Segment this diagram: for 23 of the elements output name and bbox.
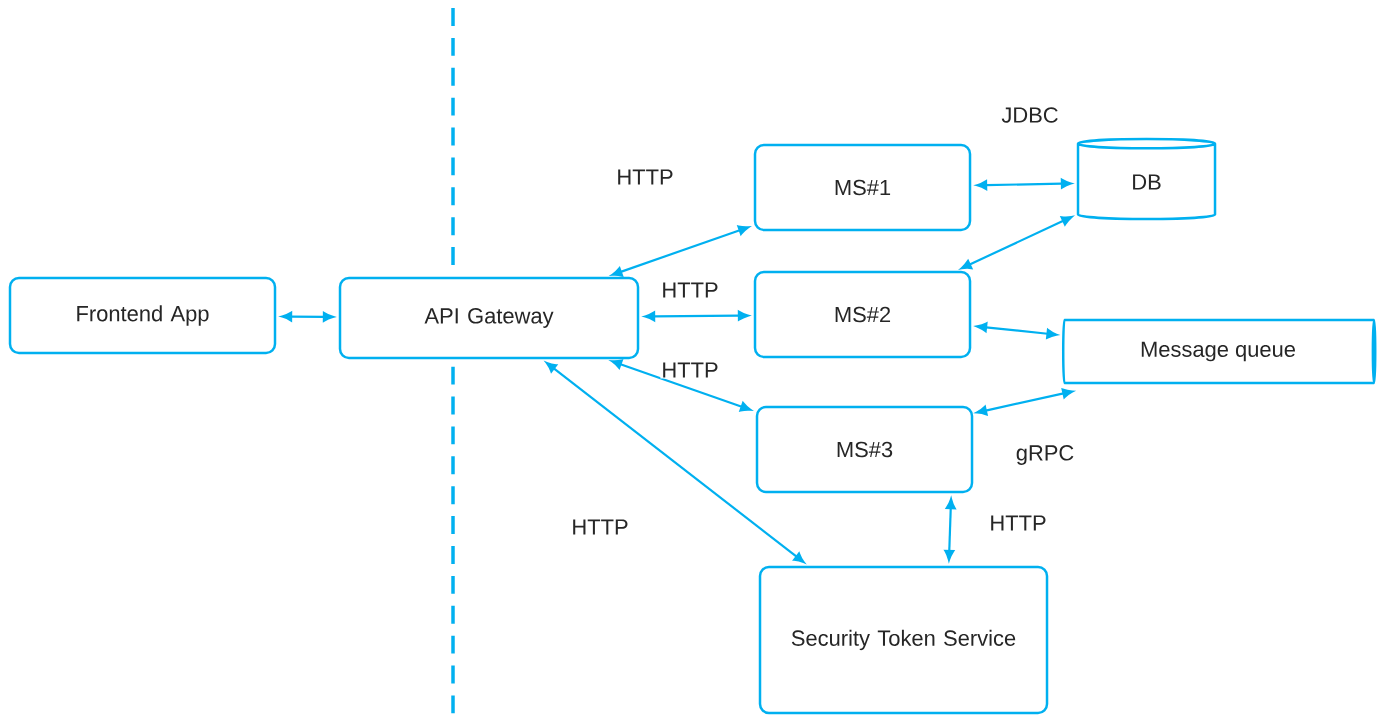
arrow	[611, 225, 750, 277]
protocol-label: gRPC	[1016, 445, 1074, 465]
arrow	[944, 498, 956, 561]
edge-label: HTTP	[615, 168, 675, 186]
protocol-label: JDBC	[1001, 107, 1058, 123]
arrow	[611, 359, 752, 412]
service-box: MS#1	[753, 143, 972, 232]
service-box: MS#2	[753, 270, 972, 359]
edge-label: HTTP	[570, 518, 630, 536]
arrow	[976, 388, 1074, 416]
service-box: API Gateway	[338, 276, 640, 360]
edge-label: HTTP	[660, 281, 720, 299]
arrow	[960, 215, 1073, 270]
service-box: MS#3	[755, 405, 974, 494]
edge-label: HTTP	[988, 514, 1048, 532]
edge-label: HTTP	[660, 361, 720, 379]
arrow	[976, 178, 1072, 191]
service-box: Security Token Service	[758, 565, 1049, 715]
arrow	[976, 322, 1058, 339]
database-cylinder: DB	[1076, 137, 1217, 221]
queue-cylinder: Message queue	[1062, 318, 1377, 385]
service-box: Frontend App	[8, 276, 277, 355]
arrow	[545, 361, 805, 564]
